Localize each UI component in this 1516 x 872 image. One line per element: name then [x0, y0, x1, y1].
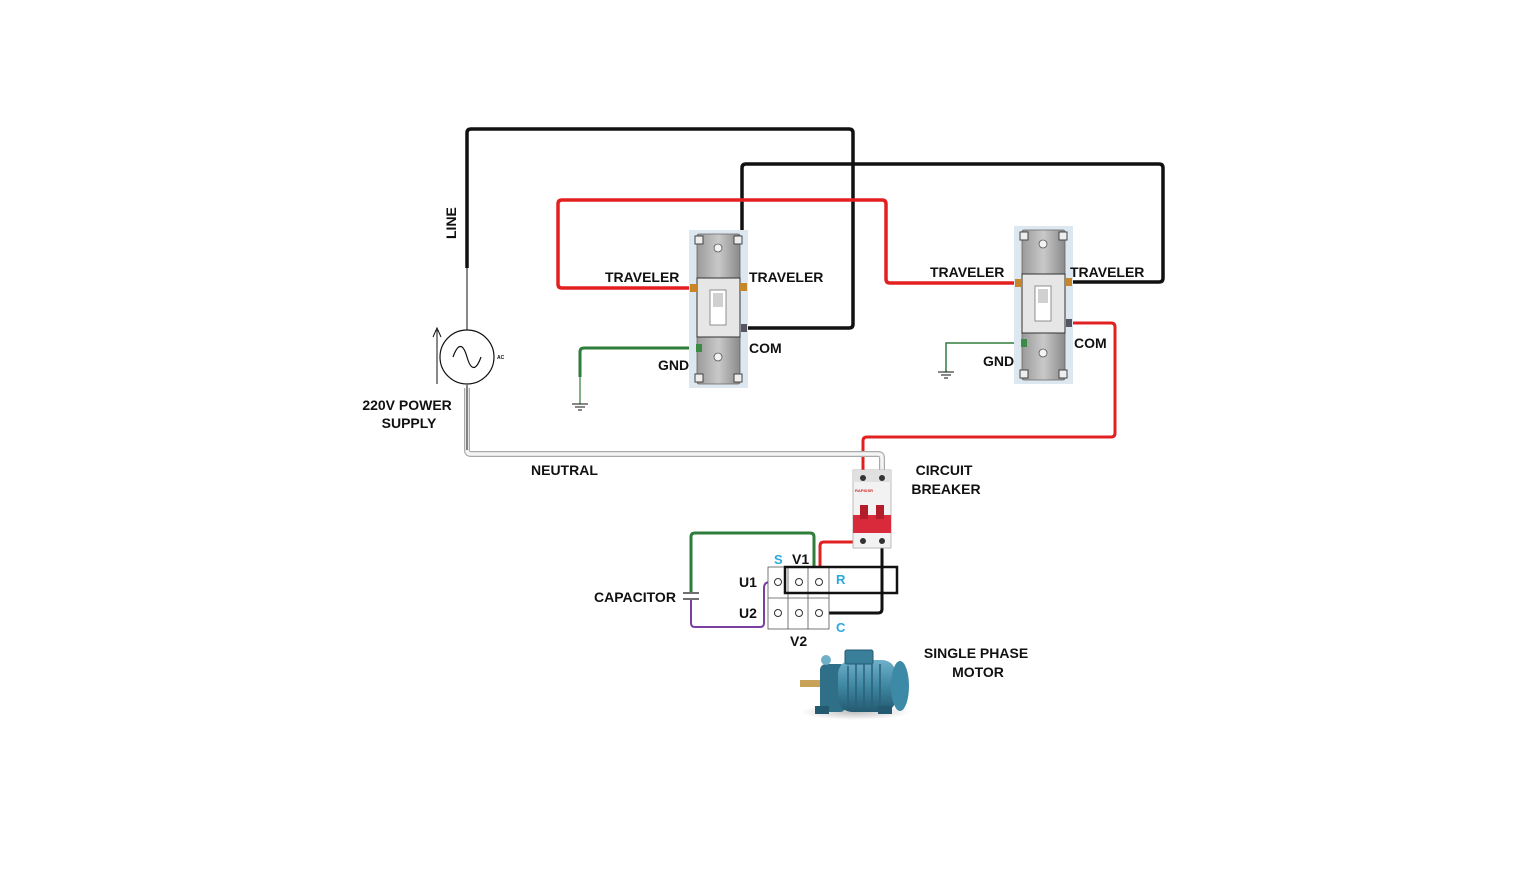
switch1-gnd-label: GND: [658, 357, 689, 373]
capacitor-icon: [683, 592, 699, 600]
ground-wire-2: [945, 342, 1022, 372]
neutral-label: NEUTRAL: [531, 462, 598, 478]
terminal-v2-label: V2: [790, 633, 807, 649]
line-wire: [465, 127, 855, 330]
circuit-breaker-icon[interactable]: [852, 469, 892, 549]
traveler-wire-black: [740, 162, 1165, 289]
switch1-traveler-left-label: TRAVELER: [605, 269, 679, 285]
terminal-r[interactable]: [815, 578, 823, 586]
switch1-com-label: COM: [749, 340, 782, 356]
switch1-traveler-right-label: TRAVELER: [749, 269, 823, 285]
terminal-c-letter: C: [836, 620, 846, 635]
terminal-s-letter: S: [774, 552, 783, 567]
circuit-breaker-label: CIRCUIT BREAKER: [911, 462, 980, 497]
three-way-switch-icon[interactable]: [1014, 226, 1073, 384]
three-way-switch-icon[interactable]: [689, 230, 748, 388]
motor-label: SINGLE PHASE MOTOR: [924, 645, 1032, 680]
line-label: LINE: [443, 207, 459, 239]
terminal-v1-label: V1: [792, 551, 809, 567]
terminal-r-letter: R: [836, 572, 846, 587]
motor-label-line-1: SINGLE PHASE: [924, 645, 1028, 661]
circuit-breaker-line-2: BREAKER: [911, 481, 980, 497]
circuit-breaker-line-1: CIRCUIT: [916, 462, 973, 478]
motor-label-line-2: MOTOR: [952, 664, 1004, 680]
breaker-brand-label: RAPIDSR: [855, 488, 873, 493]
neutral-wire-core: [465, 388, 884, 478]
load-wire-red: [861, 321, 1117, 478]
ground-icon: [572, 403, 588, 411]
terminal-u2-label: U2: [739, 605, 757, 621]
neutral-wire: [464, 388, 885, 478]
terminal-v2[interactable]: [795, 609, 803, 617]
capacitor-label: CAPACITOR: [594, 589, 676, 605]
terminal-u1[interactable]: [774, 578, 782, 586]
motor-icon: [800, 649, 910, 720]
switch2-com-label: COM: [1074, 335, 1107, 351]
breaker-output-black: [820, 542, 884, 615]
power-supply-label: 220V POWER SUPPLY: [362, 397, 455, 431]
terminal-c[interactable]: [815, 609, 823, 617]
ac-symbol-label: AC: [497, 355, 505, 361]
power-supply-line-2: SUPPLY: [382, 415, 437, 431]
switch2-traveler-right-label: TRAVELER: [1070, 264, 1144, 280]
switch2-traveler-left-label: TRAVELER: [930, 264, 1004, 280]
terminal-v1[interactable]: [795, 578, 803, 586]
traveler-wire-red: [556, 198, 1018, 290]
capacitor-wire-purple: [690, 581, 778, 628]
power-supply-line-1: 220V POWER: [362, 397, 451, 413]
terminal-u1-label: U1: [739, 574, 757, 590]
ground-icon: [938, 371, 954, 379]
terminal-box: [767, 565, 899, 630]
ground-wire-1: [578, 346, 697, 377]
ac-source-icon: [432, 326, 495, 385]
terminal-u2[interactable]: [774, 609, 782, 617]
breaker-output-red: [818, 540, 863, 581]
switch2-gnd-label: GND: [983, 353, 1014, 369]
